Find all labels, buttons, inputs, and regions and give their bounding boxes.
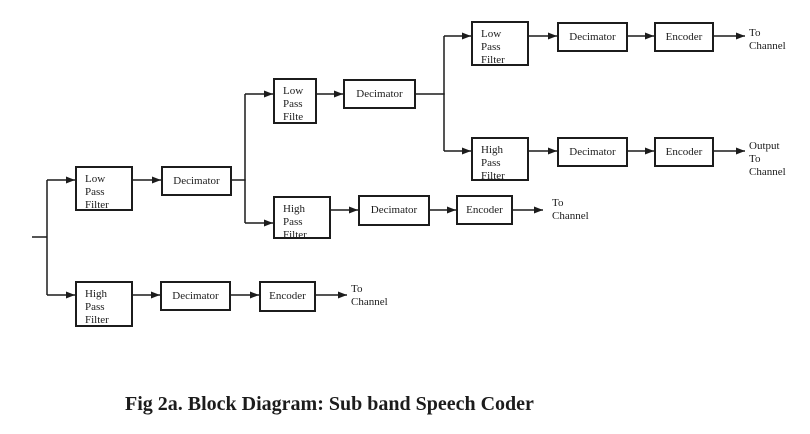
output-label-line: To <box>749 27 761 39</box>
block-label-line: Low <box>481 28 502 40</box>
block-decimator-stage2-high: Decimator <box>358 195 430 226</box>
output-label-line: Channel <box>749 40 786 52</box>
output-label-line: Channel <box>749 166 786 178</box>
output-label-to-channel-middle: To Channel <box>552 197 589 223</box>
block-encoder-stage2-high: Encoder <box>456 195 513 225</box>
block-label: Encoder <box>269 290 306 302</box>
block-label-line: Low <box>85 173 106 185</box>
block-label: Decimator <box>173 174 220 187</box>
block-low-pass-filter-stage3: Low Pass Filter <box>471 21 529 66</box>
block-label: Decimator <box>356 87 403 100</box>
output-label-to-channel-top: To Channel <box>749 27 786 53</box>
block-encoder-stage1-high: Encoder <box>259 281 316 312</box>
output-label-line: Output <box>749 140 780 152</box>
block-label-line: Pass <box>85 301 105 313</box>
block-label: Encoder <box>466 203 503 216</box>
block-label-line: Pass <box>283 98 303 110</box>
block-low-pass-filter-stage1: Low Pass Filter <box>75 166 133 211</box>
block-high-pass-filter-stage1: High Pass Filter <box>75 281 133 327</box>
block-high-pass-filter-stage2: High Pass Filter <box>273 196 331 241</box>
block-label: Encoder <box>665 145 703 158</box>
block-label: Decimator <box>569 30 616 43</box>
block-label-line: Low <box>283 85 304 97</box>
block-encoder-stage3-low: Encoder <box>654 22 714 52</box>
block-label-line: Filte <box>283 111 304 123</box>
block-label-line: Pass <box>481 157 501 169</box>
block-label-line: Pass <box>283 216 303 228</box>
block-label-line: High <box>85 288 107 300</box>
output-label-output-to-channel: Output To Channel <box>749 140 786 179</box>
output-label-line: To <box>749 153 761 165</box>
output-label-line: To <box>351 283 363 295</box>
block-decimator-stage1-low: Decimator <box>161 166 232 196</box>
connector-lines-group <box>32 32 745 299</box>
block-label-line: High <box>481 144 503 156</box>
output-label-line: Channel <box>552 210 589 222</box>
block-label-line: Filter <box>85 199 109 211</box>
block-low-pass-filter-stage2: Low Pass Filte <box>273 78 317 124</box>
block-label: Decimator <box>569 145 616 158</box>
block-label-line: Pass <box>481 41 501 53</box>
block-label-line: Filter <box>283 229 307 241</box>
block-label-line: Filter <box>481 54 505 66</box>
block-label-line: Filter <box>85 314 109 326</box>
block-encoder-stage3-high: Encoder <box>654 137 714 167</box>
block-high-pass-filter-stage3: High Pass Filter <box>471 137 529 182</box>
block-decimator-stage3-low: Decimator <box>557 22 628 52</box>
block-decimator-stage3-high: Decimator <box>557 137 628 167</box>
block-decimator-stage2-low: Decimator <box>343 79 416 109</box>
block-label: Decimator <box>172 289 219 302</box>
block-label-line: High <box>283 203 305 215</box>
block-decimator-stage1-high: Decimator <box>160 281 231 311</box>
block-label-line: Filter <box>481 170 505 182</box>
block-label: Decimator <box>370 204 418 216</box>
block-label-line: Pass <box>85 186 105 198</box>
output-label-line: Channel <box>351 296 388 308</box>
figure-caption: Fig 2a. Block Diagram: Sub band Speech C… <box>125 393 534 415</box>
block-label: Encoder <box>665 30 703 43</box>
output-label-to-channel-bottom: To Channel <box>351 283 388 309</box>
output-label-line: To <box>552 197 564 209</box>
